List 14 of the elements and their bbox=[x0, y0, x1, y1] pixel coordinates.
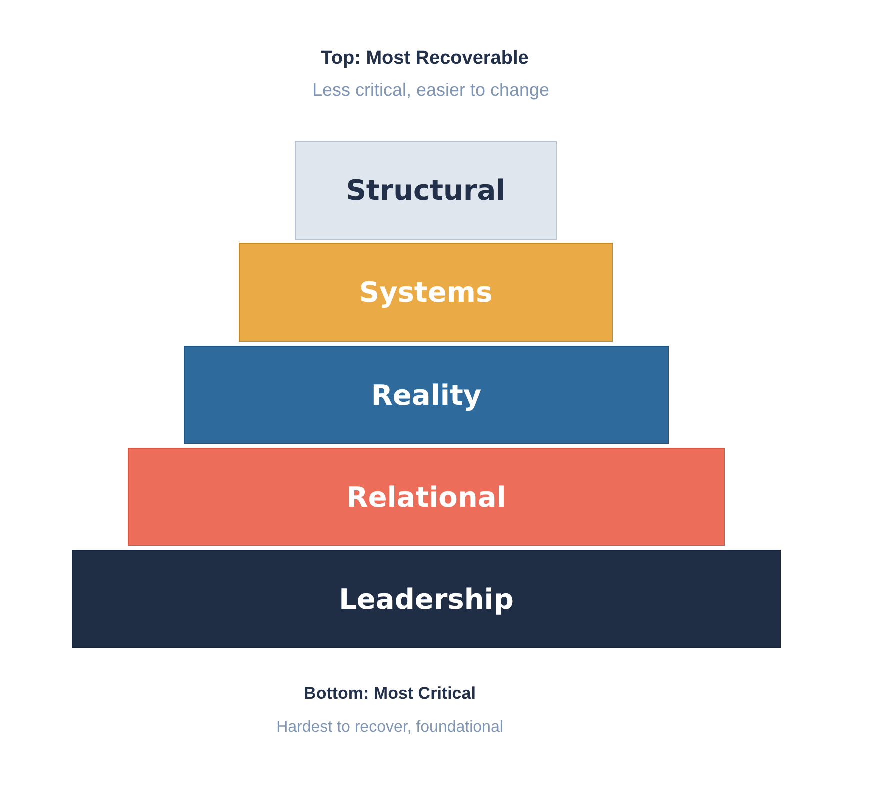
pyramid-layer bbox=[72, 550, 781, 648]
layer-title: Relational bbox=[346, 480, 506, 514]
layer-title: Reality bbox=[371, 378, 482, 412]
subheading: Less critical, easier to change bbox=[312, 80, 550, 101]
layer-title: Structural bbox=[346, 174, 506, 207]
subheading: Hardest to recover, foundational bbox=[276, 719, 504, 737]
layer-title: Leadership bbox=[339, 582, 514, 616]
pyramid-layer bbox=[184, 346, 669, 444]
heading: Top: Most Recoverable bbox=[321, 48, 529, 70]
layer-title: Systems bbox=[359, 276, 493, 309]
pyramid-layer bbox=[128, 448, 725, 546]
pyramid-layer bbox=[239, 243, 613, 342]
heading: Bottom: Most Critical bbox=[304, 684, 476, 704]
pyramid-layer bbox=[295, 141, 557, 240]
